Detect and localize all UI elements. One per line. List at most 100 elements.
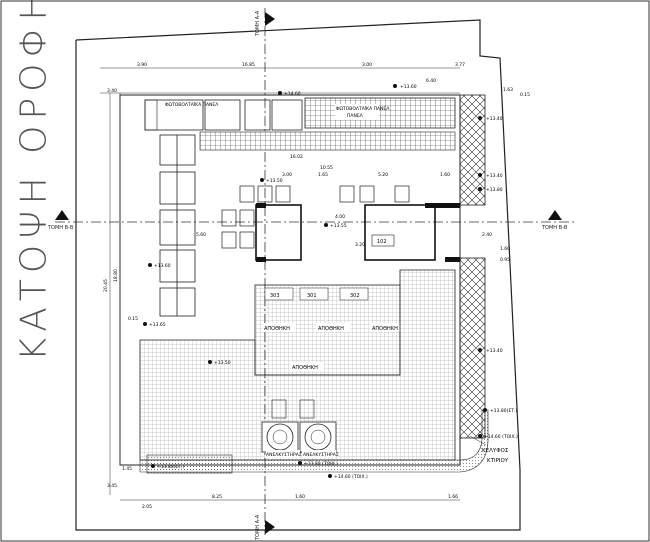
shell-label-1: ΚΕΛΥΦΟΣ xyxy=(482,448,509,454)
dim-bottom-3: 1.60 xyxy=(295,494,305,500)
svg-text:+13.80(ΣΤ.): +13.80(ΣΤ.) xyxy=(157,464,184,470)
svg-text:+14.60 (ΤΟΙΧ.): +14.60 (ΤΟΙΧ.) xyxy=(334,474,368,480)
inner-dimensions: 10.55 16.02 4.00 3.00 5.20 1.65 1.60 5.6… xyxy=(196,78,530,263)
svg-text:+13.60: +13.60 xyxy=(154,263,171,269)
left-equipment xyxy=(144,99,315,419)
room-302-label: 302 xyxy=(350,293,360,299)
level-marker: +13.80 xyxy=(478,187,503,193)
dim-inner-11: 1.60 xyxy=(500,246,510,252)
dim-inner-2: 16.02 xyxy=(290,154,303,160)
level-marker: +13.40 xyxy=(478,348,503,354)
lift-label-left: ΑΝΕΛΚΥΣΤΗΡΑΣ xyxy=(266,452,302,458)
hvac-units xyxy=(221,185,410,249)
dim-inner-7: 1.60 xyxy=(440,172,450,178)
dim-bottom-2: 8.25 xyxy=(212,494,222,500)
pv-array-right xyxy=(304,97,456,129)
section-label-bb-right: ΤΟΜΗ Β-Β xyxy=(541,225,568,231)
room-303-label: 303 xyxy=(270,293,280,299)
site-boundary xyxy=(75,19,521,531)
dim-left-1: 0.15 xyxy=(128,316,138,322)
dim-inner-13: 6.40 xyxy=(426,78,436,84)
dim-top-1: 3.90 xyxy=(137,62,147,68)
section-arrow-aa-bottom xyxy=(265,520,275,534)
dim-inner-15: 0.15 xyxy=(520,92,530,98)
svg-text:+13.80: +13.80 xyxy=(486,187,503,193)
level-marker: +13.60 xyxy=(393,84,417,90)
core-walls xyxy=(255,204,436,261)
dim-top-2: 16.85 xyxy=(242,62,255,68)
svg-text:+13.55: +13.55 xyxy=(330,223,347,229)
right-truss-bottom xyxy=(459,257,486,439)
panels-label-left: ΦΩΤΟΒΟΛΤΑΪΚΑ ΠΑΝΕΛ xyxy=(165,101,219,108)
section-arrow-bb-right xyxy=(548,210,562,220)
level-marker: +13.40 xyxy=(478,173,503,179)
svg-text:+13.80(ΣΤ.): +13.80(ΣΤ.) xyxy=(490,408,517,414)
dim-left-2: 1.45 xyxy=(122,466,132,472)
pv-panels-left xyxy=(144,99,303,131)
right-truss-top xyxy=(459,94,486,206)
room-301-label: 301 xyxy=(307,293,317,299)
section-label-bb-left: ΤΟΜΗ Β-Β xyxy=(47,225,74,231)
dim-top-4: 3.77 xyxy=(455,62,465,68)
panels-label-right-2: ΠΑΝΕΛ xyxy=(347,113,364,119)
svg-text:+14.60: +14.60 xyxy=(284,91,301,97)
svg-text:+13.40: +13.40 xyxy=(486,348,503,354)
dim-inner-9: 3.20 xyxy=(355,242,365,248)
level-marker: +13.50 xyxy=(260,178,283,184)
dim-height-1: 18.80 xyxy=(113,269,119,282)
panels-label-right: ΦΩΤΟΒΟΛΤΑΪΚΑ ΠΑΝΕΛ xyxy=(336,105,390,112)
storage-label-2: ΑΠΟΘΗΚΗ xyxy=(318,326,344,332)
parapet-left-band xyxy=(146,454,233,474)
dim-inner-6: 1.65 xyxy=(318,172,328,178)
lift-shaft-left xyxy=(261,421,299,453)
dim-inner-1: 10.55 xyxy=(320,165,333,171)
level-marker: +13.80(ΣΤ.) xyxy=(483,408,517,414)
dim-inner-3: 4.00 xyxy=(335,214,345,220)
level-marker: +14.60 (ΤΟΙΧ.) xyxy=(478,434,518,440)
storage-labels: ΑΠΟΘΗΚΗ ΑΠΟΘΗΚΗ ΑΠΟΘΗΚΗ ΑΠΟΘΗΚΗ xyxy=(262,323,404,371)
lift-label-right: ΑΝΕΛΚΥΣΤΗΡΑΣ xyxy=(303,452,339,458)
svg-text:+13.65: +13.65 xyxy=(149,322,166,328)
svg-text:+13.60: +13.60 xyxy=(400,84,417,90)
level-marker: +13.50 xyxy=(208,360,231,366)
svg-text:+13.40: +13.40 xyxy=(486,116,503,122)
svg-text:+13.80 (ΤΟΙΧ.): +13.80 (ΤΟΙΧ.) xyxy=(304,461,338,467)
dim-bottom-4: 1.66 xyxy=(448,494,458,500)
level-marker: +13.80(ΣΤ.) xyxy=(151,464,184,470)
dim-inner-4: 3.00 xyxy=(282,172,292,178)
level-marker: +13.80 (ΤΟΙΧ.) xyxy=(298,461,338,467)
svg-text:+14.60 (ΤΟΙΧ.): +14.60 (ΤΟΙΧ.) xyxy=(484,434,518,440)
pv-array-strip xyxy=(199,131,456,151)
storage-label-1: ΑΠΟΘΗΚΗ xyxy=(264,326,290,332)
section-label-aa-top: ΤΟΜΗ Α-Α xyxy=(255,10,261,37)
section-label-aa-bottom: ΤΟΜΗ Α-Α xyxy=(255,514,261,541)
level-markers: +14.60 +13.60 +13.40 +13.80 +13.50 +13.5… xyxy=(143,84,518,480)
svg-text:+13.50: +13.50 xyxy=(266,178,283,184)
dim-bottom-1: 2.05 xyxy=(142,504,152,510)
level-marker: +13.65 xyxy=(143,322,166,328)
dim-inner-8: 5.60 xyxy=(196,232,206,238)
section-arrow-aa-top xyxy=(265,12,275,26)
dim-top-3: 3.00 xyxy=(362,62,372,68)
svg-text:+13.40: +13.40 xyxy=(486,173,503,179)
dim-inner-14: 1.63 xyxy=(503,87,513,93)
room-102 xyxy=(371,234,395,247)
storage-label-4: ΑΠΟΘΗΚΗ xyxy=(292,365,318,371)
room-102-label: 102 xyxy=(377,239,387,245)
dim-inner-5: 5.20 xyxy=(378,172,388,178)
section-arrow-bb-left xyxy=(55,210,69,220)
dim-inner-12: 0.95 xyxy=(500,257,510,263)
level-marker: +14.60 (ΤΟΙΧ.) xyxy=(328,474,368,480)
level-marker: +13.60 xyxy=(148,263,171,269)
shell-label-2: ΚΤΙΡΙΟΥ xyxy=(487,458,509,464)
level-marker: +14.60 xyxy=(278,91,301,97)
level-marker: +13.40 xyxy=(478,116,503,122)
lift-shaft-right xyxy=(299,421,337,453)
storage-label-3: ΑΠΟΘΗΚΗ xyxy=(372,326,398,332)
dim-left-3: 3.40 xyxy=(107,88,117,94)
dim-left-4: 3.45 xyxy=(107,483,117,489)
level-marker: +13.55 xyxy=(324,223,347,229)
dim-inner-10: 2.40 xyxy=(482,232,492,238)
